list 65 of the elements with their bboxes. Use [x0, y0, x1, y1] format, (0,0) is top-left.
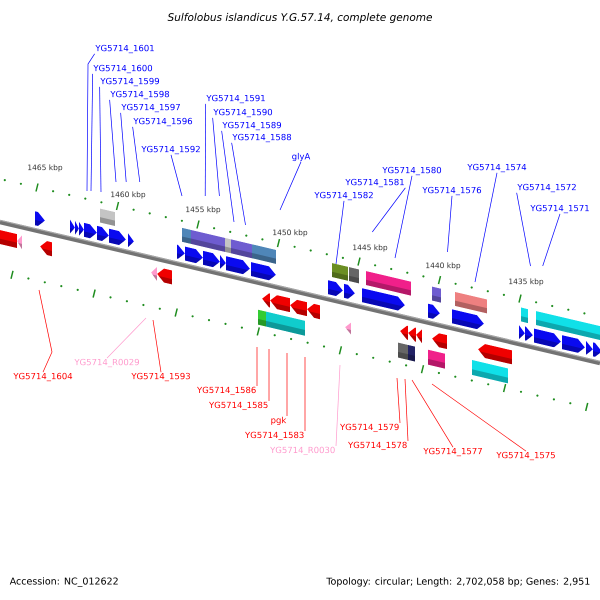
- gene-label: YG5714_1582: [314, 192, 373, 200]
- leader-line: [132, 126, 140, 182]
- leader-line: [516, 192, 531, 266]
- leader-line: [106, 318, 146, 358]
- gene-label: YG5714_R0029: [74, 358, 139, 368]
- leader-line: [256, 346, 258, 386]
- leader-line: [221, 130, 234, 222]
- leader-line: [447, 196, 452, 252]
- leader-line: [280, 161, 302, 210]
- gene-label: YG5714_1601: [95, 44, 154, 54]
- gene-label: YG5714_1588: [232, 134, 292, 142]
- gene-label: YG5714_1586: [197, 386, 256, 396]
- leader-line: [99, 86, 102, 192]
- leader-line: [394, 176, 412, 258]
- gene-label: YG5714_R0030: [270, 446, 335, 456]
- gene-label: YG5714_1581: [345, 178, 404, 188]
- leader-line: [204, 104, 206, 196]
- gene-label: YG5714_1599: [100, 78, 160, 86]
- leader-line: [396, 378, 400, 424]
- leader-line: [286, 352, 288, 416]
- leader-line: [170, 154, 182, 196]
- gene-label: YG5714_1598: [110, 90, 170, 100]
- genome-info-label: Topology: circular; Length: 2,702,058 bp; Genes: 2,951: [326, 577, 590, 587]
- leader-line: [86, 54, 95, 192]
- gene-label: YG5714_1593: [131, 372, 190, 382]
- leader-line: [38, 290, 52, 372]
- gene-label: YG5714_1591: [206, 94, 265, 104]
- gene-label: YG5714_1596: [133, 118, 192, 126]
- leader-line: [304, 356, 306, 432]
- gene-label: YG5714_1576: [422, 186, 482, 196]
- gene-label: YG5714_1590: [213, 108, 272, 118]
- leader-line: [474, 172, 498, 282]
- leader-line: [404, 378, 408, 442]
- gene-label: YG5714_1580: [382, 166, 442, 176]
- gene-label: YG5714_1585: [209, 402, 268, 410]
- leader-line: [231, 142, 246, 226]
- gene-label: pgk: [271, 416, 286, 425]
- leader-line: [152, 320, 162, 372]
- leader-line: [109, 100, 116, 182]
- gene-label: YG5714_1604: [13, 372, 72, 382]
- leader-line: [336, 200, 344, 264]
- leader-line: [432, 384, 526, 452]
- gene-label: YG5714_1589: [222, 122, 282, 130]
- gene-label: YG5714_1579: [340, 424, 399, 432]
- leader-line: [412, 380, 454, 448]
- gene-label: YG5714_1574: [467, 164, 526, 172]
- gene-label: YG5714_1577: [423, 448, 482, 456]
- gene-label: YG5714_1571: [530, 204, 589, 214]
- gene-label: YG5714_1575: [496, 452, 555, 460]
- gene-label: glyA: [292, 152, 310, 162]
- accession-label: Accession: NC_012622: [10, 577, 118, 587]
- leader-line: [542, 214, 560, 266]
- gene-label: YG5714_1600: [93, 64, 152, 74]
- leader-line: [212, 118, 220, 196]
- leader-line: [372, 188, 406, 232]
- leader-line: [268, 348, 270, 402]
- leader-line: [336, 364, 340, 446]
- leader-line: [90, 74, 93, 192]
- gene-label: YG5714_1592: [141, 146, 200, 154]
- title: Sulfolobus islandicus Y.G.57.14, complete genome: [168, 12, 432, 24]
- gene-label: YG5714_1583: [245, 432, 304, 440]
- leader-line: [120, 112, 127, 182]
- gene-label: YG5714_1572: [517, 184, 576, 192]
- gene-label: YG5714_1578: [348, 442, 407, 450]
- gene-label: YG5714_1597: [121, 104, 180, 112]
